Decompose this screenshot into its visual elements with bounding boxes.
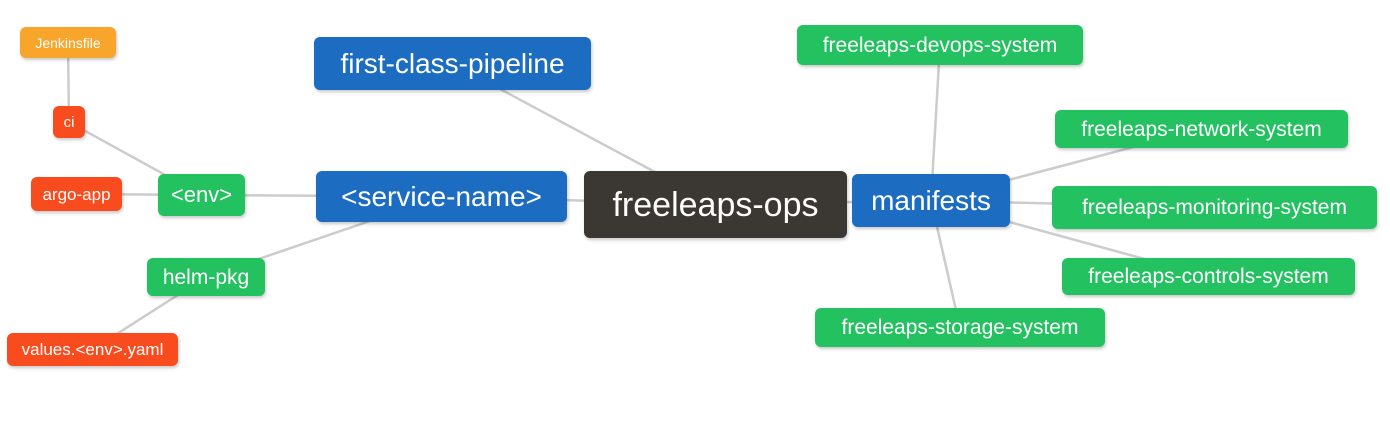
node-label: ci xyxy=(63,113,75,131)
node-label: first-class-pipeline xyxy=(340,47,565,79)
node-env[interactable]: <env> xyxy=(158,174,245,216)
node-first-class-pipeline[interactable]: first-class-pipeline xyxy=(314,37,591,90)
node-label: manifests xyxy=(871,184,991,216)
node-jenkinsfile[interactable]: Jenkinsfile xyxy=(20,27,116,58)
node-label: freeleaps-network-system xyxy=(1081,117,1322,141)
node-label: argo-app xyxy=(42,184,111,204)
node-values-env-yaml[interactable]: values.<env>.yaml xyxy=(7,333,178,366)
node-label: freeleaps-ops xyxy=(612,185,819,224)
node-label: <env> xyxy=(170,182,233,207)
node-devops-system[interactable]: freeleaps-devops-system xyxy=(797,25,1083,65)
node-label: freeleaps-storage-system xyxy=(841,316,1079,339)
node-label: Jenkinsfile xyxy=(35,34,101,51)
node-manifests[interactable]: manifests xyxy=(852,174,1010,227)
node-service-name[interactable]: <service-name> xyxy=(316,171,567,222)
node-argo-app[interactable]: argo-app xyxy=(31,177,122,211)
node-ci[interactable]: ci xyxy=(53,106,85,138)
node-label: <service-name> xyxy=(341,180,542,212)
node-label: helm-pkg xyxy=(162,265,250,289)
node-network-system[interactable]: freeleaps-network-system xyxy=(1055,110,1348,148)
node-label: values.<env>.yaml xyxy=(21,340,164,359)
node-label: freeleaps-devops-system xyxy=(822,33,1058,57)
node-storage-system[interactable]: freeleaps-storage-system xyxy=(815,308,1105,347)
node-freeleaps-ops[interactable]: freeleaps-ops xyxy=(584,171,847,238)
node-helm-pkg[interactable]: helm-pkg xyxy=(147,258,265,296)
node-label: freeleaps-monitoring-system xyxy=(1082,196,1347,219)
node-label: freeleaps-controls-system xyxy=(1088,265,1329,288)
node-controls-system[interactable]: freeleaps-controls-system xyxy=(1062,258,1355,295)
node-monitoring-system[interactable]: freeleaps-monitoring-system xyxy=(1052,186,1377,229)
